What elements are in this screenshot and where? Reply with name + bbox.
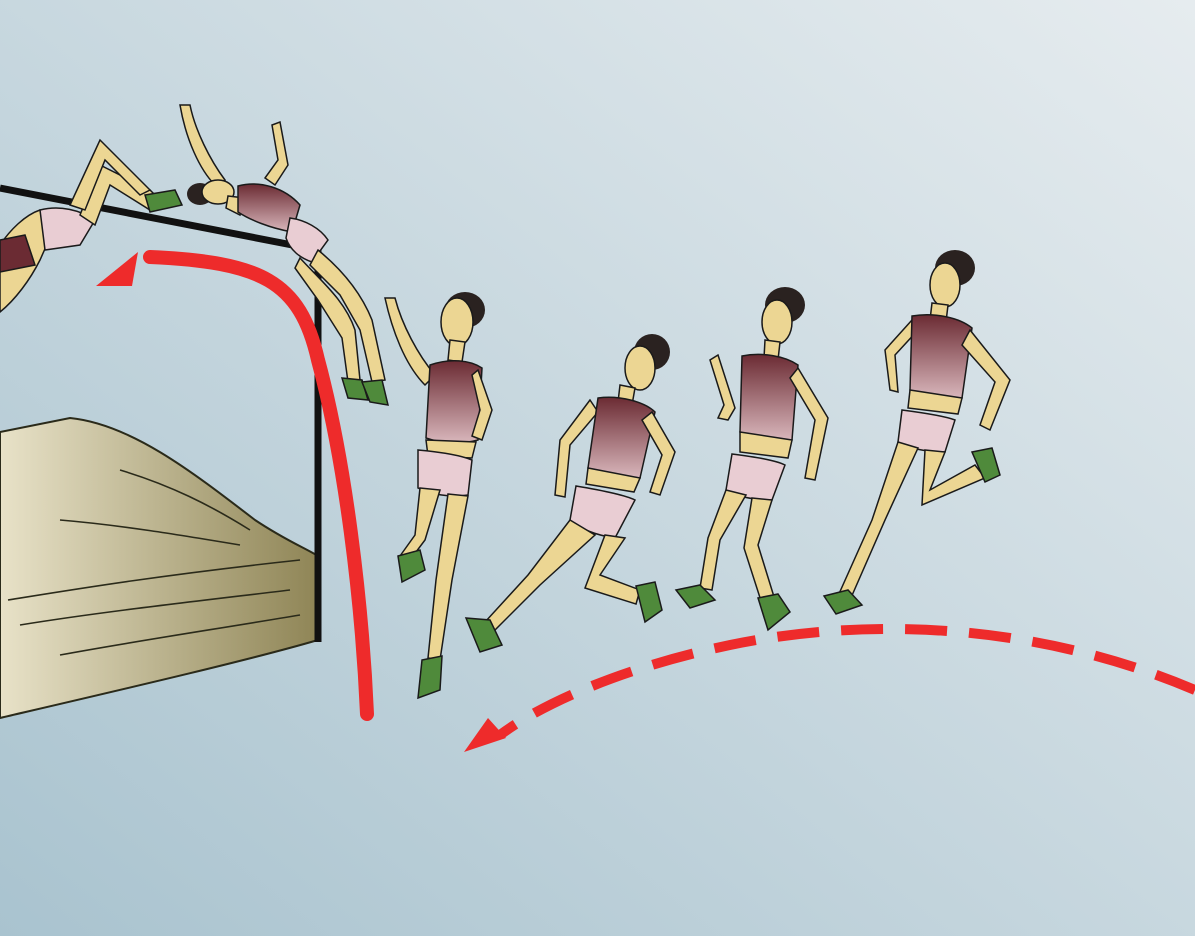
high-jump-illustration bbox=[0, 0, 1195, 936]
